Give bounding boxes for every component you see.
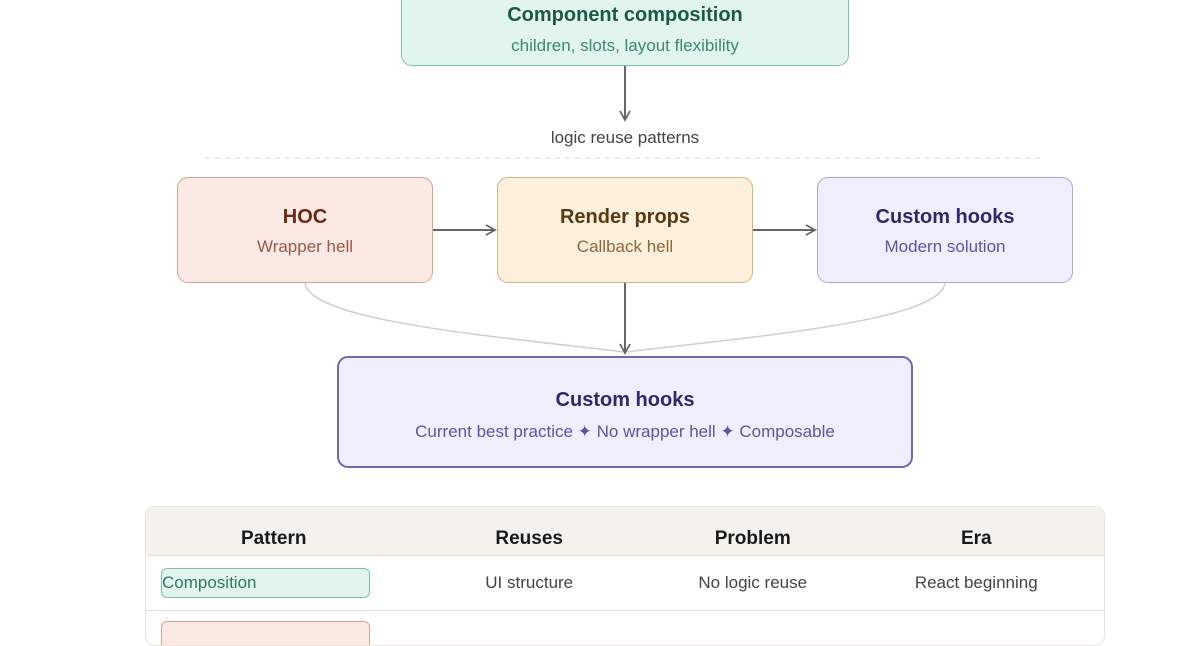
comparison-table: Pattern Reuses Problem Era Composition U…: [145, 506, 1105, 646]
node-component-composition: Component composition children, slots, l…: [401, 0, 849, 66]
cell-pattern: [146, 621, 401, 646]
edge-label-logic-reuse: logic reuse patterns: [0, 128, 1200, 148]
node-custom-hooks: Custom hooks Modern solution: [817, 177, 1073, 283]
cell-reuses: UI structure: [401, 573, 656, 593]
header-pattern: Pattern: [146, 507, 401, 555]
edge-hoc-to-final-curve: [305, 283, 625, 352]
node-subtitle: Callback hell: [498, 237, 752, 257]
header-problem: Problem: [657, 507, 849, 555]
node-title: HOC: [178, 178, 432, 229]
node-subtitle: Current best practice ✦ No wrapper hell …: [339, 422, 911, 442]
header-reuses: Reuses: [401, 507, 656, 555]
node-subtitle: Wrapper hell: [178, 237, 432, 257]
cell-problem: No logic reuse: [657, 573, 849, 593]
header-era: Era: [849, 507, 1104, 555]
node-subtitle: Modern solution: [818, 237, 1072, 257]
edge-custom-hooks-to-final-curve: [625, 283, 945, 352]
table-row: [146, 611, 1104, 646]
pattern-badge: Composition: [161, 568, 370, 598]
table-row: Composition UI structure No logic reuse …: [146, 556, 1104, 611]
node-title: Custom hooks: [818, 178, 1072, 229]
node-render-props: Render props Callback hell: [497, 177, 753, 283]
cell-era: React beginning: [849, 573, 1104, 593]
node-title: Component composition: [402, 0, 848, 27]
pattern-badge: [161, 621, 370, 646]
node-subtitle: children, slots, layout flexibility: [402, 36, 848, 56]
cell-pattern: Composition: [146, 568, 401, 598]
node-title: Render props: [498, 178, 752, 229]
node-title: Custom hooks: [339, 358, 911, 412]
table-header: Pattern Reuses Problem Era: [146, 507, 1104, 556]
node-custom-hooks-final: Custom hooks Current best practice ✦ No …: [337, 356, 913, 468]
node-hoc: HOC Wrapper hell: [177, 177, 433, 283]
